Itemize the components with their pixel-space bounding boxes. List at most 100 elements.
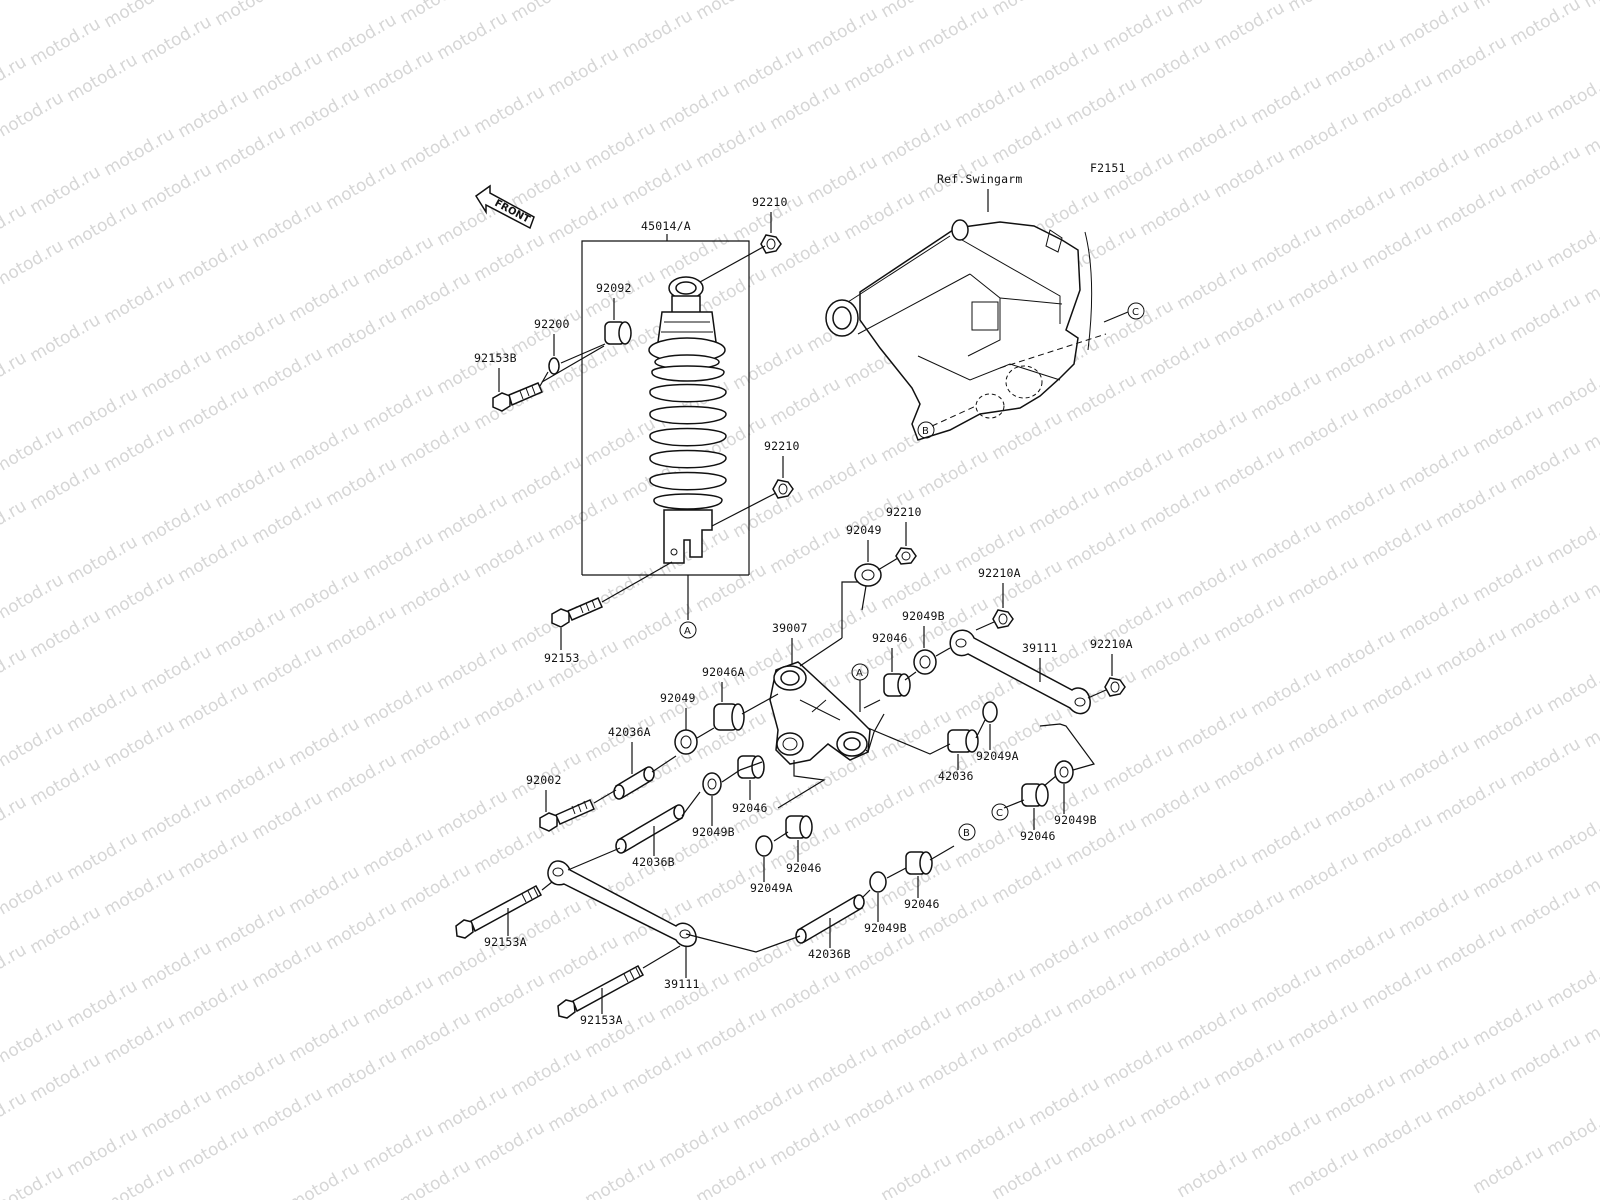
nut-92210a-top: [992, 609, 1014, 629]
bearing-92046-b: [905, 851, 933, 875]
watermark-text: motod.ru: [0, 200, 30, 256]
watermark-text: motod.ru: [471, 970, 549, 1026]
watermark-text: motod.ru: [64, 680, 142, 736]
watermark-text: motod.ru: [323, 750, 401, 806]
watermark-text: motod.ru: [64, 198, 142, 254]
watermark-text: motod.ru: [101, 716, 179, 772]
watermark-text: motod.ru: [1137, 480, 1215, 536]
watermark-text: motod.ru: [323, 602, 401, 658]
watermark-text: motod.ru: [804, 152, 882, 208]
label-92210a-bottom: 92210A: [1090, 637, 1133, 651]
nut-92210-top: [760, 234, 782, 254]
watermark-text: motod.ru: [323, 898, 401, 954]
label-92049b-left: 92049B: [692, 825, 735, 839]
watermark-text: motod.ru: [1581, 252, 1600, 308]
watermark-text: motod.ru: [286, 566, 364, 622]
label-42036b-left: 42036B: [632, 855, 675, 869]
watermark-text: motod.ru: [1396, 144, 1474, 200]
rocker-arm-39007: [769, 661, 871, 765]
watermark-text: motod.ru: [249, 492, 327, 548]
watermark-text: motod.ru: [0, 236, 67, 292]
watermark-text: motod.ru: [1248, 1108, 1326, 1164]
label-92002: 92002: [526, 773, 562, 787]
watermark-text: motod.ru: [397, 712, 475, 768]
watermark-text: motod.ru: [1507, 438, 1585, 494]
watermark-text: motod.ru: [508, 304, 586, 360]
watermark-text: motod.ru: [1100, 1036, 1178, 1092]
collar-42036b-left: [615, 804, 685, 854]
watermark-text: motod.ru: [1359, 70, 1437, 126]
watermark-text: motod.ru: [101, 1012, 179, 1068]
watermark-text: motod.ru: [1396, 292, 1474, 348]
watermark-text: motod.ru: [1063, 74, 1141, 130]
svg-text:C: C: [1132, 307, 1139, 318]
watermark-text: motod.ru: [323, 454, 401, 510]
label-92210-rocker: 92210: [886, 505, 922, 519]
watermark-text: motod.ru: [27, 14, 105, 70]
watermark-text: motod.ru: [1248, 368, 1326, 424]
watermark-text: motod.ru: [545, 1080, 623, 1136]
watermark-text: motod.ru: [1470, 0, 1548, 14]
watermark-text: motod.ru: [804, 1040, 882, 1096]
watermark-text: motod.ru: [545, 932, 623, 988]
label-92046-left-mid: 92046: [732, 801, 768, 815]
watermark-text: motod.ru: [1026, 38, 1104, 94]
watermark-text: motod.ru: [1322, 922, 1400, 978]
watermark-text: motod.ru: [989, 852, 1067, 908]
watermark-text: motod.ru: [1063, 1110, 1141, 1166]
watermark-text: motod.ru: [508, 452, 586, 508]
watermark-text: motod.ru: [0, 88, 67, 144]
watermark-text: motod.ru: [1211, 146, 1289, 202]
watermark-text: motod.ru: [1470, 106, 1548, 162]
watermark-text: motod.ru: [397, 416, 475, 472]
watermark-text: motod.ru: [878, 706, 956, 762]
watermark-text: motod.ru: [0, 866, 67, 922]
watermark-text: motod.ru: [64, 1124, 142, 1180]
watermark-text: motod.ru: [212, 604, 290, 660]
watermark-text: motod.ru: [138, 790, 216, 846]
watermark-text: motod.ru: [286, 84, 364, 140]
bearing-92046a: [713, 703, 745, 731]
watermark-text: motod.ru: [0, 422, 67, 478]
watermark-text: motod.ru: [841, 40, 919, 96]
watermark-text: motod.ru: [1470, 550, 1548, 606]
watermark-text: motod.ru: [1322, 1070, 1400, 1126]
label-39111-right: 39111: [1022, 641, 1058, 655]
watermark-text: motod.ru: [878, 558, 956, 614]
watermark-text: motod.ru: [767, 522, 845, 578]
watermark-text: motod.ru: [27, 1050, 105, 1106]
watermark-text: motod.ru: [619, 154, 697, 210]
watermark-text: motod.ru: [989, 1000, 1067, 1056]
watermark-text: motod.ru: [397, 860, 475, 916]
label-92049-left: 92049: [660, 691, 696, 705]
watermark-text: motod.ru: [693, 1004, 771, 1060]
watermark-text: motod.ru: [1285, 0, 1363, 16]
watermark-text: motod.ru: [64, 50, 142, 106]
watermark-text: motod.ru: [1470, 254, 1548, 310]
watermark-text: motod.ru: [175, 678, 253, 734]
watermark-text: motod.ru: [1322, 182, 1400, 238]
watermark-text: motod.ru: [767, 374, 845, 430]
watermark-text: motod.ru: [434, 8, 512, 64]
watermark-text: motod.ru: [1063, 962, 1141, 1018]
watermark-text: motod.ru: [1359, 366, 1437, 422]
watermark-text: motod.ru: [1285, 700, 1363, 756]
watermark-text: motod.ru: [1174, 258, 1252, 314]
watermark-text: motod.ru: [1470, 994, 1548, 1050]
watermark-text: motod.ru: [397, 268, 475, 324]
watermark-text: motod.ru: [1470, 1142, 1548, 1198]
watermark-text: motod.ru: [730, 930, 808, 986]
svg-text:B: B: [963, 828, 970, 839]
watermark-text: motod.ru: [1100, 888, 1178, 944]
watermark-text: motod.ru: [0, 52, 30, 108]
coil-spring: [649, 365, 727, 510]
label-92153: 92153: [544, 651, 580, 665]
watermark-text: motod.ru: [1359, 514, 1437, 570]
svg-text:A: A: [684, 626, 691, 637]
watermark-text: motod.ru: [582, 414, 660, 470]
watermark-text: motod.ru: [1174, 0, 1252, 18]
watermark-text: motod.ru: [1174, 998, 1252, 1054]
watermark-text: motod.ru: [138, 346, 216, 402]
watermark-text: motod.ru: [286, 1158, 364, 1200]
watermark-text: motod.ru: [471, 822, 549, 878]
